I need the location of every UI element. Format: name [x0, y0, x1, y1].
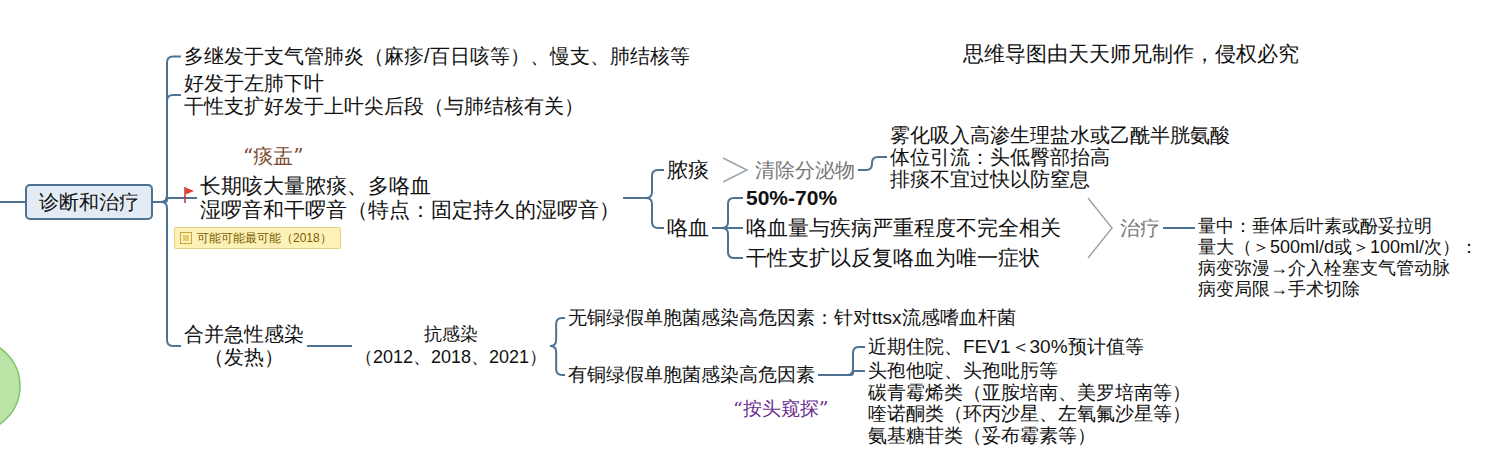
topic-text: 多继发于支气管肺炎（麻疹/百日咳等）、慢支、肺结核等 — [184, 45, 690, 68]
topic-text: 50%-70% — [746, 185, 837, 211]
text-line: （2012、2018、2021） — [355, 346, 547, 369]
branch-connector — [307, 345, 352, 347]
text-line: 长期咳大量脓痰、多咯血 — [200, 174, 620, 198]
text-line: 可能可能最可能（2018） — [197, 230, 332, 246]
topic-text: 长期咳大量脓痰、多咯血 湿啰音和干啰音（特点：固定持久的湿啰音） — [200, 174, 620, 222]
text-line: 体位引流：头低臀部抬高 — [890, 146, 1230, 168]
topic: 抗感染 （2012、2018、2021） — [352, 323, 550, 369]
note-icon-lines — [183, 236, 189, 240]
branch-connector — [623, 198, 664, 228]
note-box: 可能可能最可能（2018） — [174, 227, 341, 249]
branch-connector — [153, 95, 181, 202]
topic-text: 脓痰 — [667, 157, 709, 183]
text-line: 排痰不宜过快以防窒息 — [890, 168, 1230, 190]
text-line: 清除分泌物 — [755, 158, 855, 182]
topic: 治疗 — [1117, 216, 1163, 240]
topic-text: 可能可能最可能（2018） — [197, 230, 332, 246]
topic: 脓痰 — [664, 157, 712, 183]
text-line: 头孢他啶、头孢吡肟等 — [868, 360, 1191, 382]
topic-text: 合并急性感染 （发热） — [184, 323, 304, 369]
topic: 量中：垂体后叶素或酚妥拉明 量大（＞500ml/d或＞100ml/次）： 病变弥… — [1195, 216, 1481, 300]
topic-text: 清除分泌物 — [755, 158, 855, 182]
text-line: 氨基糖苷类（妥布霉素等） — [868, 425, 1191, 447]
text-line: 碳青霉烯类（亚胺培南、美罗培南等） — [868, 382, 1191, 404]
note-icon-frame — [181, 233, 192, 244]
text-line: 脓痰 — [667, 157, 709, 183]
branch-connector — [623, 170, 664, 198]
text-line: 病变弥漫→介入栓塞支气管动脉 — [1198, 258, 1478, 279]
topic-text: 咯血 — [667, 215, 709, 241]
branch-connector — [712, 198, 743, 228]
topic: 咯血 — [664, 215, 712, 241]
note-icon — [180, 232, 192, 244]
text-line: 无铜绿假单胞菌感染高危因素：针对ttsx流感嗜血杆菌 — [568, 306, 1016, 330]
branch-connector — [858, 157, 887, 170]
text-line: 50%-70% — [746, 185, 837, 211]
topic: 清除分泌物 — [752, 158, 858, 182]
topic: 50%-70% — [743, 185, 840, 211]
branch-connector — [153, 57, 181, 203]
watermark-note: 思维导图由天天师兄制作，侵权必究 — [963, 40, 1299, 68]
text-line: 湿啰音和干啰音（特点：固定持久的湿啰音） — [200, 198, 620, 222]
topic-text: 抗感染 （2012、2018、2021） — [355, 323, 547, 369]
topic-text: 雾化吸入高渗生理盐水或乙酰半胱氨酸 体位引流：头低臀部抬高 排痰不宜过快以防窒息 — [890, 124, 1230, 190]
text-line: 量大（＞500ml/d或＞100ml/次）： — [1198, 237, 1478, 258]
text-line: 咯血量与疾病严重程度不完全相关 — [746, 215, 1061, 241]
branch-connector — [712, 228, 743, 258]
text-line: 治疗 — [1120, 216, 1160, 240]
root-topic: 诊断和治疗 — [25, 184, 153, 220]
chevron-connector — [1088, 198, 1112, 258]
topic-text: 诊断和治疗 — [39, 190, 139, 214]
topic-text: 好发于左肺下叶 干性支扩好发于上叶尖后段（与肺结核有关） — [184, 72, 584, 118]
topic: 有铜绿假单胞菌感染高危因素 — [565, 363, 818, 387]
topic: 咯血量与疾病严重程度不完全相关 — [743, 215, 1064, 241]
text-line: 合并急性感染 — [184, 323, 304, 346]
chevron-connector — [723, 158, 747, 182]
text-line: 咯血 — [667, 215, 709, 241]
branch-connector — [818, 347, 865, 375]
branch-connector — [550, 318, 565, 346]
handwritten-note: “按头窥探” — [733, 396, 828, 422]
text-line: 抗感染 — [355, 323, 547, 346]
topic: 无铜绿假单胞菌感染高危因素：针对ttsx流感嗜血杆菌 — [565, 306, 1019, 330]
topic: 多继发于支气管肺炎（麻疹/百日咳等）、慢支、肺结核等 — [181, 45, 693, 68]
topic: 近期住院、FEV1＜30%预计值等 — [865, 335, 1147, 359]
text-line: 好发于左肺下叶 — [184, 72, 584, 95]
topic: 头孢他啶、头孢吡肟等 碳青霉烯类（亚胺培南、美罗培南等） 喹诺酮类（环丙沙星、左… — [865, 360, 1194, 446]
root-branch — [0, 201, 25, 203]
topic-text: 头孢他啶、头孢吡肟等 碳青霉烯类（亚胺培南、美罗培南等） 喹诺酮类（环丙沙星、左… — [868, 360, 1191, 446]
text-line: 有铜绿假单胞菌感染高危因素 — [568, 363, 815, 387]
root-bubble — [0, 340, 20, 432]
text-line: 干性支扩好发于上叶尖后段（与肺结核有关） — [184, 95, 584, 118]
text-line: 病变局限→手术切除 — [1198, 279, 1478, 300]
text-line: 多继发于支气管肺炎（麻疹/百日咳等）、慢支、肺结核等 — [184, 45, 690, 68]
topic: 干性支扩以反复咯血为唯一症状 — [743, 245, 1043, 271]
topic: 好发于左肺下叶 干性支扩好发于上叶尖后段（与肺结核有关） — [181, 72, 587, 118]
topic: 长期咳大量脓痰、多咯血 湿啰音和干啰音（特点：固定持久的湿啰音） — [197, 174, 623, 222]
topic: 合并急性感染 （发热） — [181, 323, 307, 369]
topic-text: 量中：垂体后叶素或酚妥拉明 量大（＞500ml/d或＞100ml/次）： 病变弥… — [1198, 216, 1478, 300]
branch-connector — [1163, 227, 1195, 229]
text-line: 雾化吸入高渗生理盐水或乙酰半胱氨酸 — [890, 124, 1230, 146]
branch-connector — [818, 371, 865, 375]
text-line: （发热） — [184, 346, 304, 369]
topic-text: 有铜绿假单胞菌感染高危因素 — [568, 363, 815, 387]
handwritten-note: “痰盂” — [243, 143, 303, 170]
text-line: 诊断和治疗 — [39, 190, 139, 214]
flag-cloth — [186, 188, 195, 195]
text-line: 量中：垂体后叶素或酚妥拉明 — [1198, 216, 1478, 237]
text-line: 喹诺酮类（环丙沙星、左氧氟沙星等） — [868, 403, 1191, 425]
text-line: 干性支扩以反复咯血为唯一症状 — [746, 245, 1040, 271]
text-line: 近期住院、FEV1＜30%预计值等 — [868, 335, 1144, 359]
branch-connector — [550, 346, 565, 375]
topic-text: 治疗 — [1120, 216, 1160, 240]
topic-text: 近期住院、FEV1＜30%预计值等 — [868, 335, 1144, 359]
flag-icon — [183, 186, 195, 204]
topic-text: 干性支扩以反复咯血为唯一症状 — [746, 245, 1040, 271]
topic: 雾化吸入高渗生理盐水或乙酰半胱氨酸 体位引流：头低臀部抬高 排痰不宜过快以防窒息 — [887, 124, 1233, 190]
topic-text: 咯血量与疾病严重程度不完全相关 — [746, 215, 1061, 241]
branch-connector — [153, 202, 181, 346]
topic-text: 无铜绿假单胞菌感染高危因素：针对ttsx流感嗜血杆菌 — [568, 306, 1016, 330]
